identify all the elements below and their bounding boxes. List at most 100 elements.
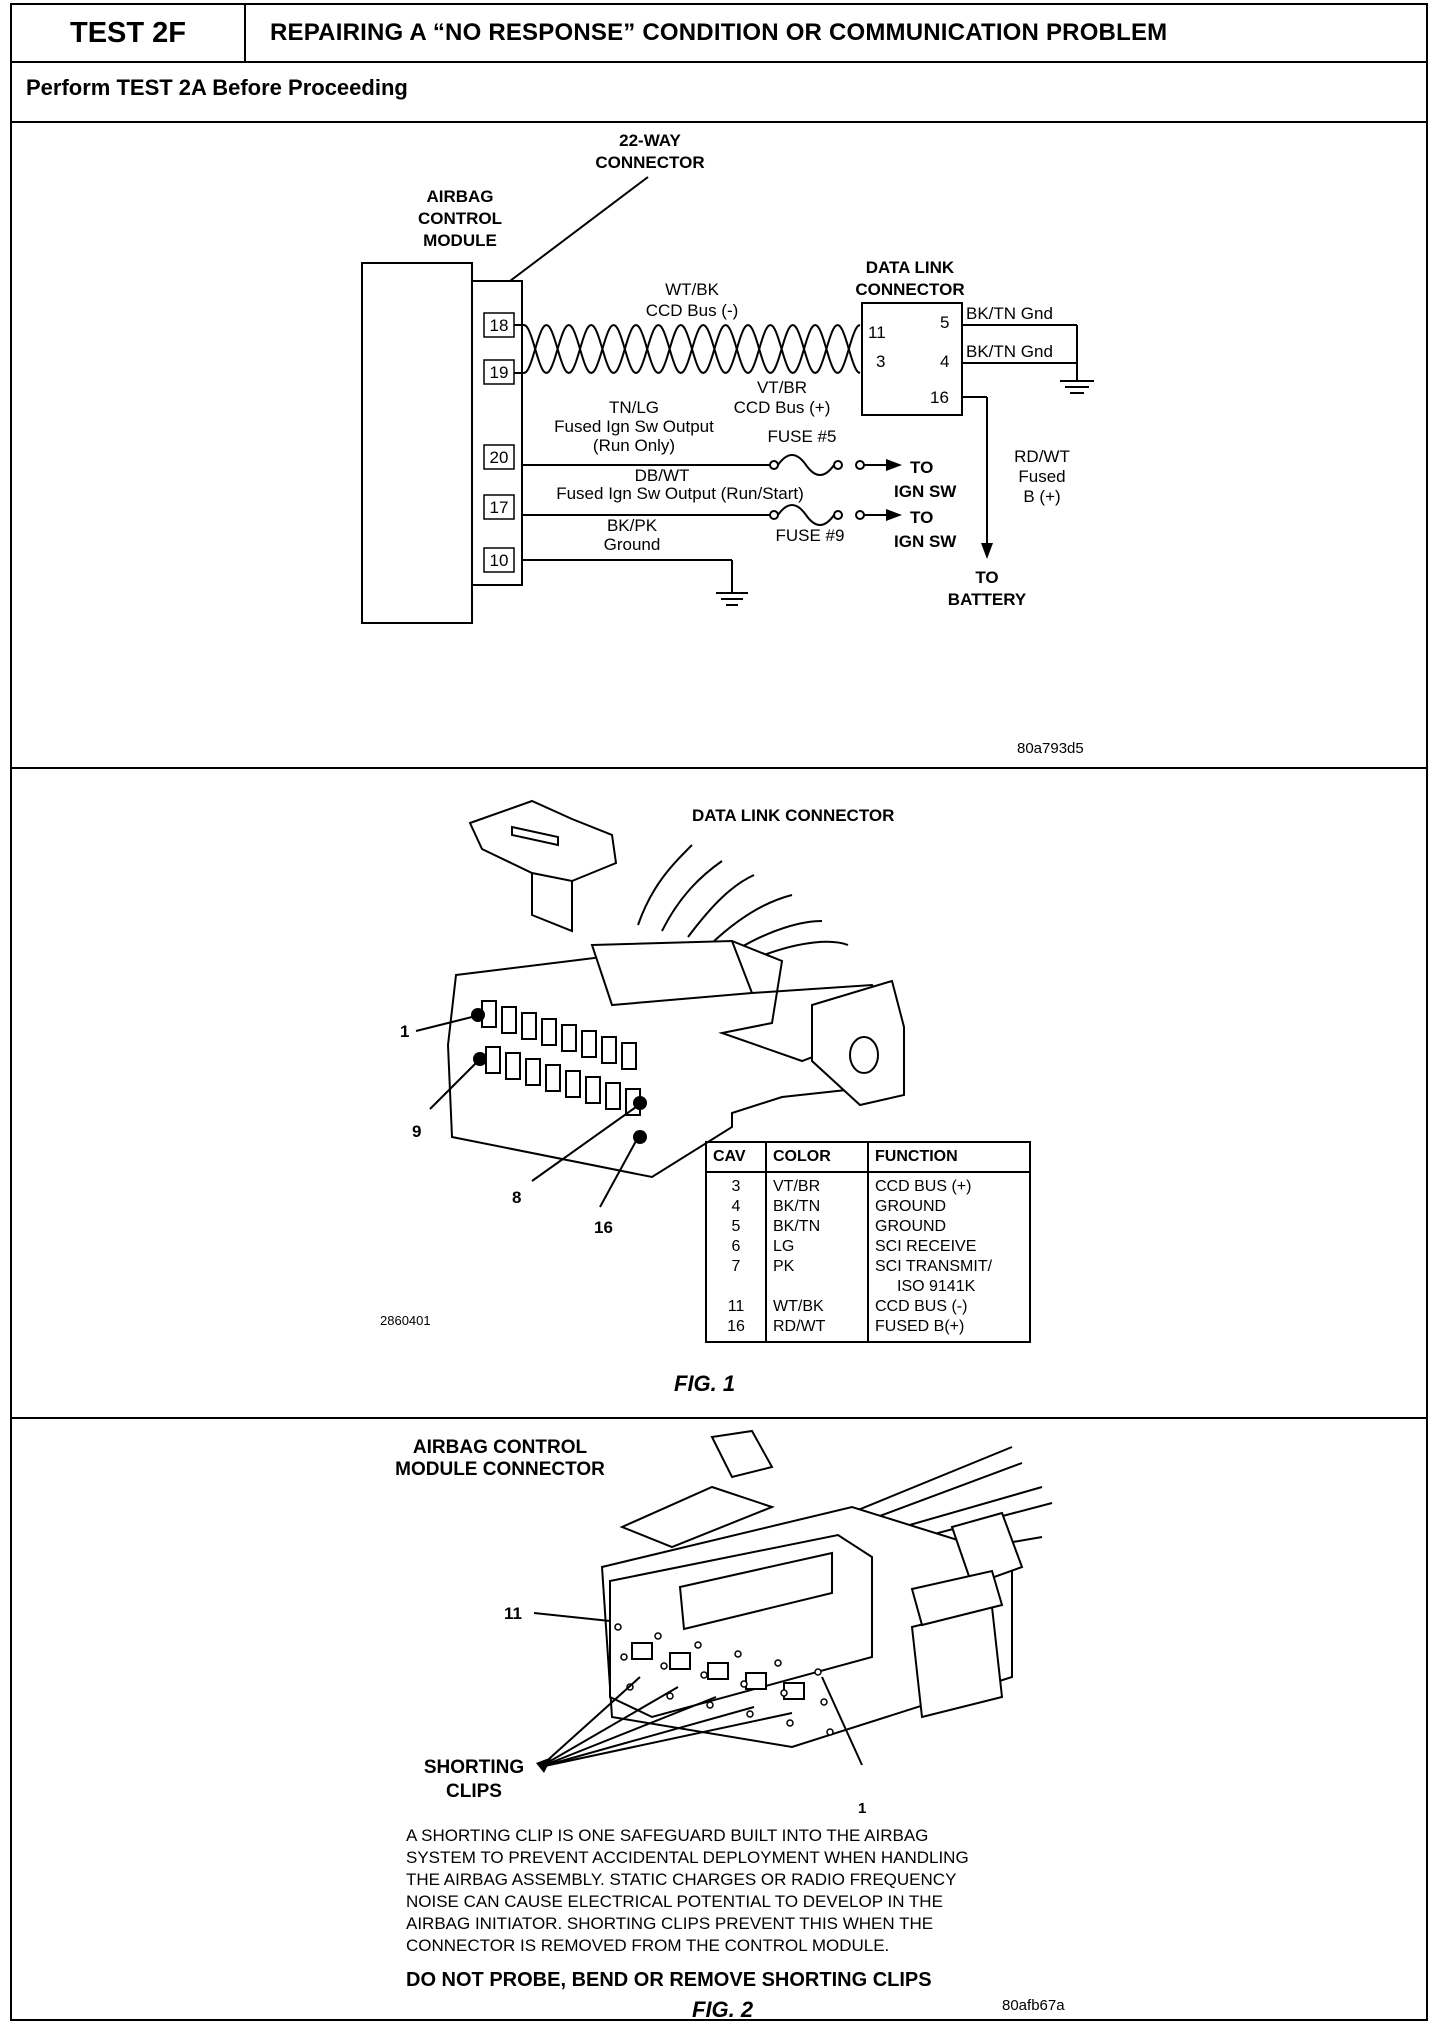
module-label-2: CONTROL <box>418 209 502 228</box>
note-line: CONNECTOR IS REMOVED FROM THE CONTROL MO… <box>406 1936 890 1955</box>
table-row: ISO 9141K <box>706 1277 1030 1297</box>
dlc-cavity <box>485 1046 501 1074</box>
table-row: 4 BK/TN GROUND <box>706 1197 1030 1217</box>
callout-9: 9 <box>412 1122 421 1141</box>
ccd-neg-color: WT/BK <box>665 280 719 299</box>
dlc-cavity <box>621 1042 637 1070</box>
table-cell: SCI RECEIVE <box>875 1238 977 1255</box>
dlc-gnd-4-label: BK/TN Gnd <box>966 342 1053 361</box>
fuse-9-label: FUSE #9 <box>776 526 845 545</box>
dlc-cavity <box>561 1024 577 1052</box>
table-cell: PK <box>766 1257 869 1277</box>
ground-color: BK/PK <box>607 516 658 535</box>
airbag-control-module <box>361 262 473 624</box>
acm-cavity <box>700 1671 708 1679</box>
callout-16: 16 <box>594 1218 613 1237</box>
dlc-pin-5: 5 <box>940 313 949 332</box>
data-link-connector-box <box>861 302 963 416</box>
shorting-clip-leaders <box>539 1676 793 1768</box>
page-frame: TEST 2F REPAIRING A “NO RESPONSE” CONDIT… <box>10 3 1428 2022</box>
module-label-1: AIRBAG <box>426 187 493 206</box>
acm-connector-illustration: AIRBAG CONTROL MODULE CONNECTOR <box>395 1429 1053 1817</box>
figure-2-caption: FIG. 2 <box>692 1997 754 2022</box>
run-only-color: TN/LG <box>609 398 659 417</box>
fuse-9-symbol <box>777 504 835 526</box>
acm-cavity <box>654 1632 662 1640</box>
table-cell: 5 <box>706 1217 767 1237</box>
dlc-cavity <box>505 1052 521 1080</box>
data-link-connector-panel: DATA LINK CONNECTOR <box>12 765 1426 1419</box>
airbag-module-connector-panel: AIRBAG CONTROL MODULE CONNECTOR <box>12 1417 1426 2022</box>
dlc-pin-16: 16 <box>930 388 949 407</box>
acm-cavity <box>774 1659 782 1667</box>
dlc-cavity <box>501 1006 517 1034</box>
to-battery-1: TO <box>975 568 998 587</box>
table-cell: VT/BR <box>766 1172 869 1197</box>
table-cell: WT/BK <box>766 1297 869 1317</box>
figure-1-caption: FIG. 1 <box>674 1371 736 1396</box>
ground-label: Ground <box>604 535 661 554</box>
dlc-illustration: DATA LINK CONNECTOR <box>380 799 905 1328</box>
connector-label-1: 22-WAY <box>619 131 681 150</box>
table-cell: GROUND <box>875 1218 947 1235</box>
fused-b-label-1: Fused <box>1018 467 1065 486</box>
dlc-cavity <box>521 1012 537 1040</box>
shorting-clip-warning: DO NOT PROBE, BEND OR REMOVE SHORTING CL… <box>406 1969 932 1991</box>
dlc-wire-bundle <box>637 844 849 956</box>
callout-acm-1: 1 <box>858 1800 866 1817</box>
table-header-function: FUNCTION <box>868 1142 1030 1173</box>
ccd-neg-label: CCD Bus (-) <box>646 301 739 320</box>
cavity-8-dot <box>633 1096 647 1110</box>
dlc-label-1: DATA LINK <box>866 258 955 277</box>
table-cell: ISO 9141K <box>897 1278 976 1295</box>
shorting-clips-label-1: SHORTING <box>424 1757 524 1778</box>
table-cell: CCD BUS (+) <box>875 1178 972 1195</box>
table-row: 6 LG SCI RECEIVE <box>706 1237 1030 1257</box>
note-line: THE AIRBAG ASSEMBLY. STATIC CHARGES OR R… <box>406 1870 957 1889</box>
dlc-cavity <box>525 1058 541 1086</box>
cavity-16-dot <box>633 1130 647 1144</box>
to-ign-sw-1-b: IGN SW <box>894 482 957 501</box>
table-cell: 4 <box>706 1197 767 1217</box>
acm-cavity <box>740 1680 748 1688</box>
table-header-cav: CAV <box>706 1142 767 1173</box>
table-cell: CCD BUS (-) <box>875 1298 968 1315</box>
note-line: SYSTEM TO PREVENT ACCIDENTAL DEPLOYMENT … <box>406 1848 969 1867</box>
callout-11: 11 <box>504 1604 522 1623</box>
fuse-5-label: FUSE #5 <box>768 427 837 446</box>
connector-label-2: CONNECTOR <box>595 153 704 172</box>
note-line: AIRBAG INITIATOR. SHORTING CLIPS PREVENT… <box>406 1914 934 1933</box>
fused-b-label-2: B (+) <box>1023 487 1060 506</box>
wiring-schematic: AIRBAG CONTROL MODULE 22-WAY CONNECTOR 1… <box>361 131 1094 757</box>
table-row: 3 VT/BR CCD BUS (+) <box>706 1172 1030 1197</box>
dlc-cavity <box>581 1030 597 1058</box>
mounting-hole <box>849 1036 879 1074</box>
battery-arrow <box>981 543 993 559</box>
prerequisite-note: Perform TEST 2A Before Proceeding <box>26 75 408 100</box>
acm-title-2: MODULE CONNECTOR <box>395 1459 605 1480</box>
ground-symbol-module <box>716 592 748 606</box>
ccd-bus-twisted-pair-b <box>514 323 861 375</box>
fused-b-color: RD/WT <box>1014 447 1070 466</box>
to-ign-sw-1-a: TO <box>910 458 933 477</box>
table-row: 11 WT/BK CCD BUS (-) <box>706 1297 1030 1317</box>
acm-title-1: AIRBAG CONTROL <box>413 1437 588 1458</box>
table-cell: 6 <box>706 1237 767 1257</box>
acm-cavity <box>660 1662 668 1670</box>
dlc-pin-11: 11 <box>868 323 886 342</box>
pin-20: 20 <box>490 448 509 467</box>
to-ign-sw-2-b: IGN SW <box>894 532 957 551</box>
wiring-diagram-panel: AIRBAG CONTROL MODULE 22-WAY CONNECTOR 1… <box>12 121 1426 769</box>
table-cell: GROUND <box>875 1198 947 1215</box>
acm-cavity <box>666 1692 674 1700</box>
acm-cavity <box>814 1668 822 1676</box>
header-row: TEST 2F REPAIRING A “NO RESPONSE” CONDIT… <box>12 5 1426 63</box>
pin-18: 18 <box>490 316 509 335</box>
table-cell <box>766 1277 869 1297</box>
table-cell: 11 <box>706 1297 767 1317</box>
table-row: 7 PK SCI TRANSMIT/ <box>706 1257 1030 1277</box>
table-cell <box>706 1277 767 1297</box>
table-row: 16 RD/WT FUSED B(+) <box>706 1317 1030 1342</box>
run-only-label-1: Fused Ign Sw Output <box>554 417 714 436</box>
shorting-clip <box>631 1642 653 1660</box>
